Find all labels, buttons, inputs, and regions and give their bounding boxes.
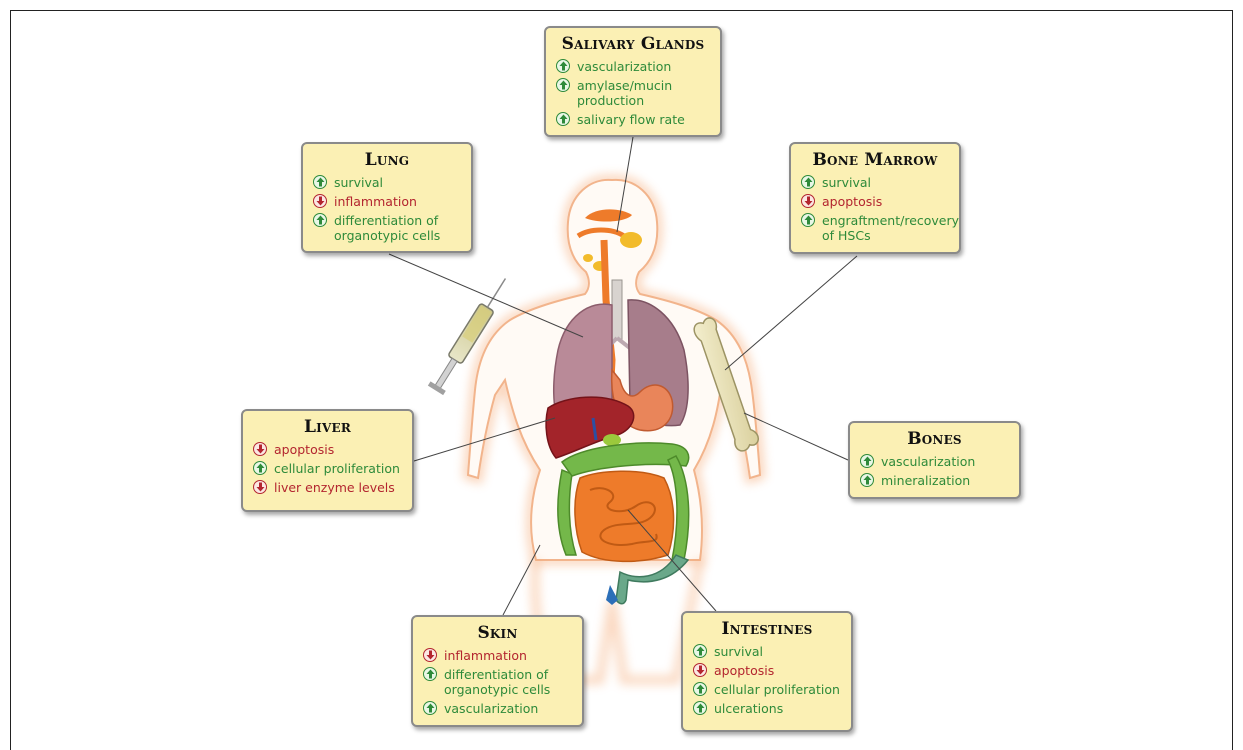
up-arrow-icon xyxy=(556,59,570,73)
small-intestine-icon xyxy=(575,471,674,561)
effect-label: differentiation of organotypic cells xyxy=(444,667,572,697)
effect-label: apoptosis xyxy=(822,194,882,209)
box-title: Bones xyxy=(860,429,1009,449)
effect-label: inflammation xyxy=(444,648,527,663)
list-item: cellular proliferation xyxy=(693,682,841,697)
box-items: vascularization amylase/mucin production s… xyxy=(556,59,710,127)
box-items: apoptosis cellular proliferation liver enz… xyxy=(253,442,402,495)
list-item: inflammation xyxy=(423,648,572,663)
list-item: mineralization xyxy=(860,473,1009,488)
effect-label: amylase/mucin production xyxy=(577,78,710,108)
list-item: apoptosis xyxy=(801,194,949,209)
effect-label: ulcerations xyxy=(714,701,783,716)
list-item: ulcerations xyxy=(693,701,841,716)
effect-label: vascularization xyxy=(881,454,975,469)
list-item: survival xyxy=(801,175,949,190)
effect-label: vascularization xyxy=(444,701,538,716)
down-arrow-icon xyxy=(253,480,267,494)
effect-label: apoptosis xyxy=(714,663,774,678)
skin-box: Skin inflammation differentiation of orga… xyxy=(411,615,584,727)
bones-box: Bones vascularization mineralization xyxy=(848,421,1021,499)
up-arrow-icon xyxy=(556,78,570,92)
box-title: Intestines xyxy=(693,619,841,639)
list-item: differentiation of organotypic cells xyxy=(313,213,461,243)
effect-label: survival xyxy=(822,175,871,190)
effect-label: cellular proliferation xyxy=(714,682,840,697)
effect-label: differentiation of organotypic cells xyxy=(334,213,461,243)
up-arrow-icon xyxy=(693,682,707,696)
salivary-glands-box: Salivary Glands vascularization amylase/m… xyxy=(544,26,722,137)
list-item: engraftment/recovery of HSCs xyxy=(801,213,949,243)
effect-label: survival xyxy=(334,175,383,190)
up-arrow-icon xyxy=(801,175,815,189)
effect-label: cellular proliferation xyxy=(274,461,400,476)
list-item: vascularization xyxy=(556,59,710,74)
box-items: survival apoptosis cellular proliferation u… xyxy=(693,644,841,716)
down-arrow-icon xyxy=(253,442,267,456)
effect-label: inflammation xyxy=(334,194,417,209)
up-arrow-icon xyxy=(313,213,327,227)
list-item: cellular proliferation xyxy=(253,461,402,476)
effect-label: liver enzyme levels xyxy=(274,480,395,495)
down-arrow-icon xyxy=(693,663,707,677)
effect-label: apoptosis xyxy=(274,442,334,457)
list-item: survival xyxy=(313,175,461,190)
up-arrow-icon xyxy=(860,473,874,487)
effect-label: salivary flow rate xyxy=(577,112,685,127)
list-item: vascularization xyxy=(860,454,1009,469)
effect-label: engraftment/recovery of HSCs xyxy=(822,213,959,243)
up-arrow-icon xyxy=(556,112,570,126)
leader-line-bone-marrow xyxy=(725,256,857,370)
up-arrow-icon xyxy=(693,644,707,658)
list-item: salivary flow rate xyxy=(556,112,710,127)
bone-marrow-box: Bone Marrow survival apoptosis engraftment… xyxy=(789,142,961,254)
box-title: Skin xyxy=(423,623,572,643)
lung-box: Lung survival inflammation differentiation… xyxy=(301,142,473,253)
up-arrow-icon xyxy=(253,461,267,475)
box-title: Lung xyxy=(313,150,461,170)
box-items: survival inflammation differentiation of o… xyxy=(313,175,461,243)
list-item: vascularization xyxy=(423,701,572,716)
box-items: survival apoptosis engraftment/recovery of… xyxy=(801,175,949,243)
up-arrow-icon xyxy=(423,701,437,715)
box-title: Bone Marrow xyxy=(801,150,949,170)
list-item: liver enzyme levels xyxy=(253,480,402,495)
up-arrow-icon xyxy=(860,454,874,468)
down-arrow-icon xyxy=(313,194,327,208)
list-item: inflammation xyxy=(313,194,461,209)
up-arrow-icon xyxy=(801,213,815,227)
list-item: apoptosis xyxy=(253,442,402,457)
down-arrow-icon xyxy=(423,648,437,662)
effect-label: mineralization xyxy=(881,473,970,488)
down-arrow-icon xyxy=(801,194,815,208)
up-arrow-icon xyxy=(313,175,327,189)
liver-box: Liver apoptosis cellular proliferation liv… xyxy=(241,409,414,512)
list-item: differentiation of organotypic cells xyxy=(423,667,572,697)
box-items: inflammation differentiation of organotyp… xyxy=(423,648,572,716)
list-item: apoptosis xyxy=(693,663,841,678)
box-title: Liver xyxy=(253,417,402,437)
list-item: survival xyxy=(693,644,841,659)
box-items: vascularization mineralization xyxy=(860,454,1009,488)
list-item: amylase/mucin production xyxy=(556,78,710,108)
effect-label: vascularization xyxy=(577,59,671,74)
up-arrow-icon xyxy=(693,701,707,715)
effect-label: survival xyxy=(714,644,763,659)
up-arrow-icon xyxy=(423,667,437,681)
box-title: Salivary Glands xyxy=(556,34,710,54)
intestines-box: Intestines survival apoptosis cellular pro… xyxy=(681,611,853,732)
